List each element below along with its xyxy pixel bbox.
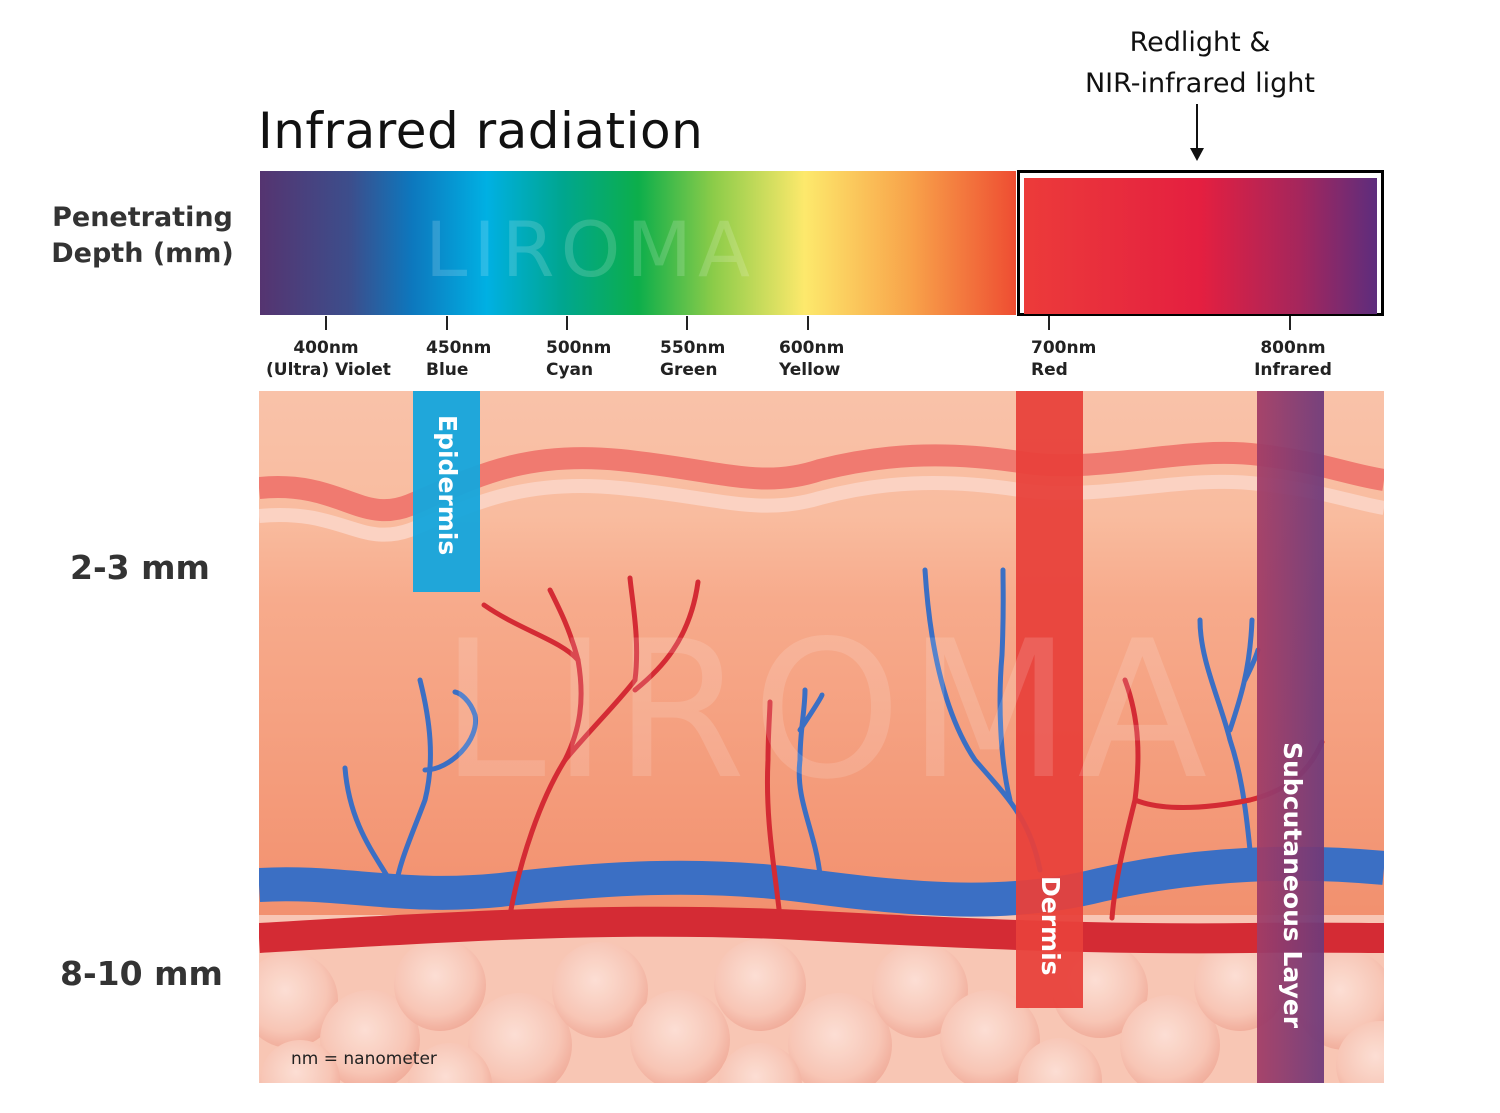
tick-nm: 500nm	[546, 338, 612, 358]
epidermis-label: Epidermis	[433, 415, 462, 556]
tick-nm: 700nm	[1031, 338, 1097, 358]
tick-label-600: 600nm Yellow	[779, 337, 844, 381]
main-artery	[259, 906, 1384, 954]
tick-name: (Ultra) Violet	[266, 360, 391, 380]
tick-label-400: 400nm (Ultra) Violet	[266, 337, 391, 381]
epidermis-wave-light	[259, 474, 1384, 542]
spectrum-watermark: LIROMA	[425, 205, 756, 294]
callout-label: Redlight & NIR-infrared light	[1040, 22, 1360, 104]
red-light-beam	[1016, 391, 1083, 1008]
axis-label: Penetrating Depth (mm)	[30, 200, 255, 272]
infrared-light-beam	[1257, 391, 1324, 1083]
axis-label-line-1: Penetrating	[52, 202, 233, 233]
callout-line-1: Redlight &	[1129, 27, 1271, 58]
diagram-title: Infrared radiation	[258, 102, 704, 160]
tick-nm: 800nm	[1260, 338, 1326, 358]
depth-label-shallow: 2-3 mm	[70, 548, 210, 587]
tick-label-800: 800nm Infrared	[1253, 337, 1333, 381]
tick-nm: 450nm	[426, 338, 492, 358]
axis-label-line-2: Depth (mm)	[51, 238, 234, 269]
tick-label-550: 550nm Green	[660, 337, 725, 381]
blue-light-beam	[413, 391, 480, 592]
fat-cells	[259, 939, 1384, 1083]
tick-marks	[325, 316, 1291, 330]
dermis-label: Dermis	[1036, 876, 1065, 976]
tick-name: Infrared	[1254, 360, 1332, 380]
spectrum-graphic	[260, 104, 1384, 330]
tick-name: Green	[660, 360, 718, 380]
tick-name: Yellow	[779, 360, 841, 380]
callout-arrow-head	[1190, 148, 1204, 161]
tick-nm: 550nm	[660, 338, 726, 358]
tick-label-450: 450nm Blue	[426, 337, 491, 381]
tick-name: Cyan	[546, 360, 594, 380]
footnote: nm = nanometer	[291, 1049, 437, 1069]
tick-nm: 600nm	[779, 338, 845, 358]
tick-name: Red	[1031, 360, 1068, 380]
tick-name: Blue	[426, 360, 469, 380]
tick-label-700: 700nm Red	[1031, 337, 1096, 381]
visible-spectrum-bar	[260, 171, 1016, 315]
tissue-watermark: LIROMA	[440, 600, 1214, 821]
arteries	[481, 575, 1325, 921]
subcutaneous-label: Subcutaneous Layer	[1278, 742, 1307, 1029]
depth-label-deep: 8-10 mm	[60, 954, 223, 993]
red-nir-spectrum-bar	[1024, 178, 1377, 314]
tick-nm: 400nm	[293, 338, 359, 358]
tick-label-500: 500nm Cyan	[546, 337, 611, 381]
epidermis-wave	[259, 441, 1384, 522]
main-vein	[259, 846, 1384, 917]
callout-line-2: NIR-infrared light	[1084, 68, 1315, 99]
